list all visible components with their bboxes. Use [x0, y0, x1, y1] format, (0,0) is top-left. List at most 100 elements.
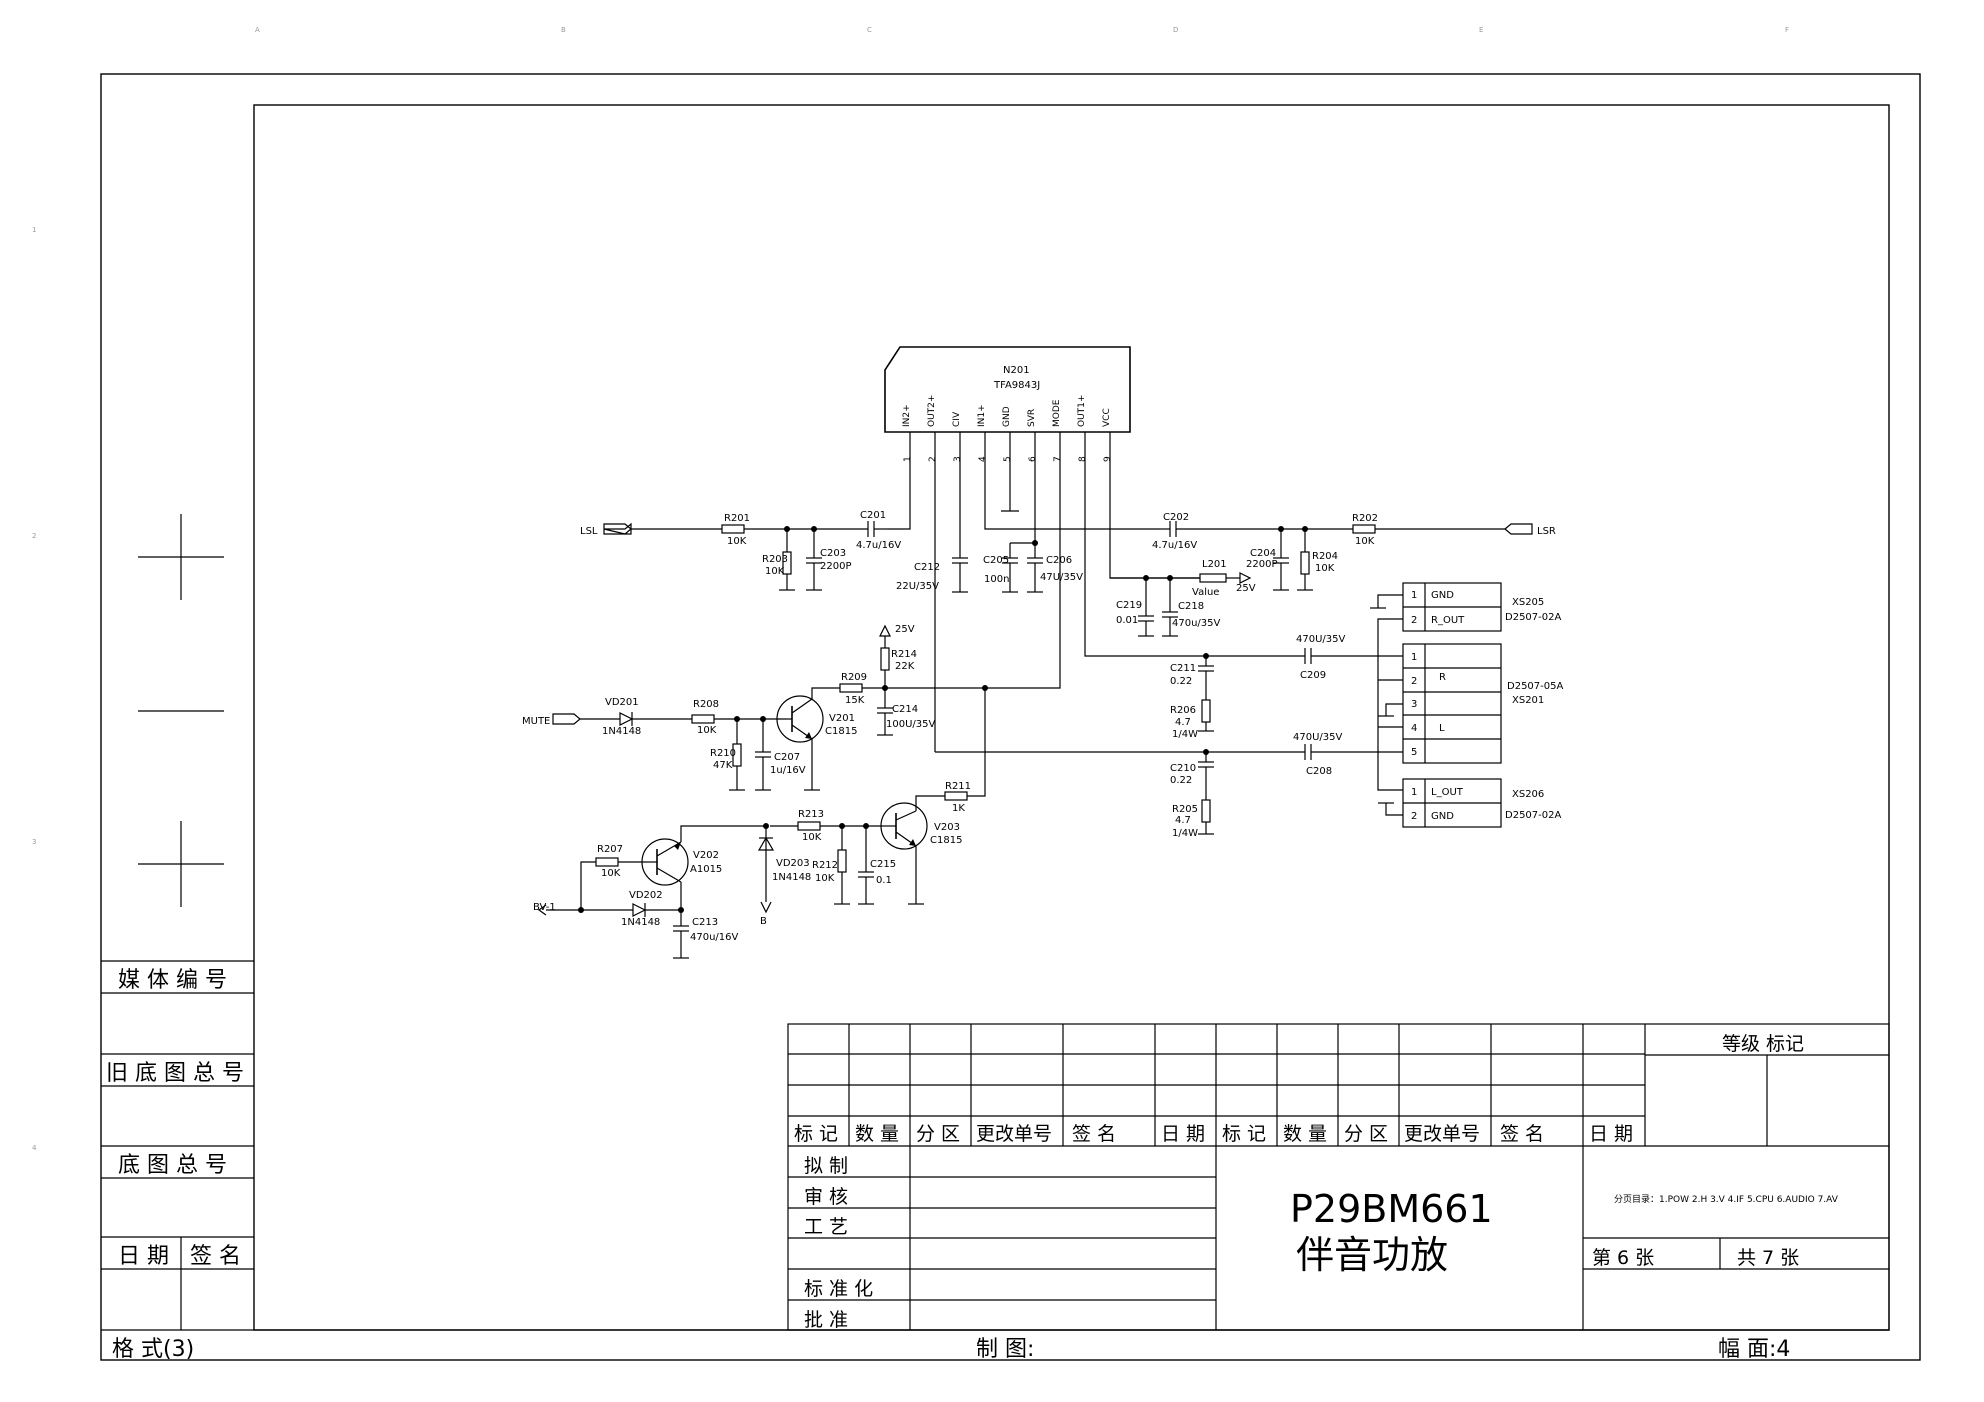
- sign-label: 签 名: [190, 1244, 241, 1269]
- c208-ref: C208: [1306, 766, 1332, 777]
- zone-label: 1: [32, 226, 36, 234]
- c210-ref: C210: [1170, 763, 1196, 774]
- zone-markers: A B C D E F 1 2 3 4: [32, 26, 1789, 1152]
- l201-val: Value: [1192, 587, 1219, 598]
- c201-val: 4.7u/16V: [856, 540, 901, 551]
- c203-val: 2200P: [820, 561, 851, 572]
- revision-header: 数 量: [1283, 1123, 1327, 1145]
- r206-val1: 4.7: [1175, 717, 1191, 728]
- c202-ref: C202: [1163, 512, 1189, 523]
- r213-ref: R213: [798, 809, 824, 820]
- c215-ref: C215: [870, 859, 896, 870]
- sheet-size-label: 幅 面:4: [1718, 1337, 1790, 1362]
- xs201-pin-num: 3: [1411, 699, 1417, 710]
- ic-part: TFA9843J: [993, 380, 1040, 391]
- media-no-label: 媒 体 编 号: [118, 968, 227, 993]
- c218-val: 470u/35V: [1172, 618, 1221, 629]
- zone-label: 2: [32, 532, 36, 540]
- r207-val: 10K: [601, 868, 621, 879]
- xs201-part: D2507-05A: [1507, 681, 1563, 692]
- xs206-pin-num: 1: [1411, 787, 1417, 798]
- r201-val: 10K: [727, 536, 747, 547]
- c212-ref: C212: [914, 562, 940, 573]
- v203-ref: V203: [934, 822, 960, 833]
- v202-circuit: V202 A1015 R207 10K BV-1 VD202 1N4148: [533, 825, 766, 959]
- revision-header: 标 记: [794, 1123, 838, 1145]
- ic-pin-name: CIV: [952, 411, 962, 427]
- ic-pin-number: 7: [1053, 456, 1063, 462]
- base-total-label: 底 图 总 号: [118, 1153, 227, 1178]
- c204-val: 2200P: [1246, 559, 1277, 570]
- c209-ref: C209: [1300, 670, 1326, 681]
- c208-val: 470U/35V: [1293, 732, 1343, 743]
- xs205-pin-name: GND: [1431, 590, 1454, 601]
- ic-pin-name: OUT1+: [1077, 395, 1087, 427]
- port-mute: MUTE: [522, 716, 550, 727]
- c214-val: 100U/35V: [886, 719, 936, 730]
- circuit: N201 TFA9843J IN2+ OUT2+ CIV IN1+ GND SV…: [522, 346, 1563, 959]
- xs206-pin-name: GND: [1431, 811, 1454, 822]
- c218-ref: C218: [1178, 601, 1204, 612]
- vd202-val: 1N4148: [621, 917, 660, 928]
- ic-pin-number: 5: [1003, 456, 1013, 462]
- revision-header: 更改单号: [1404, 1123, 1480, 1145]
- c201-ref: C201: [860, 510, 886, 521]
- c215-val: 0.1: [876, 875, 892, 886]
- zone-label: F: [1785, 26, 1789, 34]
- ic-ref: N201: [1003, 365, 1030, 376]
- c204-ref: C204: [1250, 548, 1276, 559]
- drawing-label: 制 图:: [976, 1337, 1034, 1362]
- xs205-part: D2507-02A: [1505, 612, 1561, 623]
- c207-val: 1u/16V: [770, 765, 806, 776]
- xs205-pin-name: R_OUT: [1431, 615, 1465, 626]
- r205-val2: 1/4W: [1172, 828, 1198, 839]
- xs205-pin-num: 1: [1411, 590, 1417, 601]
- r209-ref: R209: [841, 672, 867, 683]
- port-lsl: LSL: [580, 526, 598, 537]
- r201-ref: R201: [724, 513, 750, 524]
- format-label: 格 式(3): [112, 1337, 194, 1362]
- zone-label: 4: [32, 1144, 37, 1152]
- c211-val: 0.22: [1170, 676, 1192, 687]
- c211-ref: C211: [1170, 663, 1196, 674]
- xs206-pin-num: 2: [1411, 811, 1417, 822]
- ic-decoupling: C212 22U/35V C205 100n C206 47U/35V: [896, 540, 1083, 593]
- ic-pin-number: 2: [928, 456, 938, 462]
- vcc-filter: C219 0.01 C218 470u/35V L201 Value 25V: [1110, 559, 1256, 637]
- v202-ref: V202: [693, 850, 719, 861]
- zone-label: C: [867, 26, 872, 34]
- revision-header: 分 区: [1344, 1123, 1388, 1145]
- c205-ref: C205: [983, 555, 1009, 566]
- grade-mark-label: 等级 标记: [1722, 1033, 1804, 1055]
- r212-val: 10K: [815, 873, 835, 884]
- ic-pin-name: IN1+: [977, 404, 987, 427]
- r204-val: 10K: [1315, 563, 1335, 574]
- r205-val1: 4.7: [1175, 815, 1191, 826]
- ic-pin-number: 3: [953, 456, 963, 462]
- xs205-ref: XS205: [1512, 597, 1544, 608]
- r214-ref: R214: [891, 649, 917, 660]
- r203-ref: R203: [762, 554, 788, 565]
- c203-ref: C203: [820, 548, 846, 559]
- zone-label: D: [1173, 26, 1178, 34]
- v202-val: A1015: [690, 864, 722, 875]
- xs201-pin-num: 2: [1411, 676, 1417, 687]
- vd201-val: 1N4148: [602, 726, 641, 737]
- page-index: 分页目录：1.POW 2.H 3.V 4.IF 5.CPU 6.AUDIO 7.…: [1614, 1194, 1839, 1205]
- ic-pin-number: 9: [1103, 456, 1113, 462]
- ic-pin-name: MODE: [1052, 399, 1062, 427]
- r203-val: 10K: [765, 566, 785, 577]
- old-base-total-label: 旧 底 图 总 号: [106, 1061, 244, 1086]
- c212-val: 22U/35V: [896, 581, 939, 592]
- sheet-total: 共 7 张: [1737, 1247, 1799, 1269]
- side-panel: 媒 体 编 号 旧 底 图 总 号 底 图 总 号 日 期 签 名 格 式(3): [101, 514, 1889, 1362]
- ic-pin-wires: [887, 432, 1206, 752]
- c219-val: 0.01: [1116, 615, 1138, 626]
- output-network: 470U/35V C209 C211 0.22 R206 4.7 1/4W 47…: [935, 634, 1378, 839]
- title-block: 等级 标记 标 记 数 量 分 区 更改单号 签 名 日 期 标 记 数 量 分…: [787, 1023, 1890, 1331]
- approval-drafted: 拟 制: [804, 1155, 848, 1177]
- zone-label: B: [561, 26, 566, 34]
- lsr-input: C202 4.7u/16V C204 2200P R204 10K R202 1…: [1152, 512, 1556, 591]
- ic-pin-name: IN2+: [902, 404, 912, 427]
- vd203-val: 1N4148: [772, 872, 811, 883]
